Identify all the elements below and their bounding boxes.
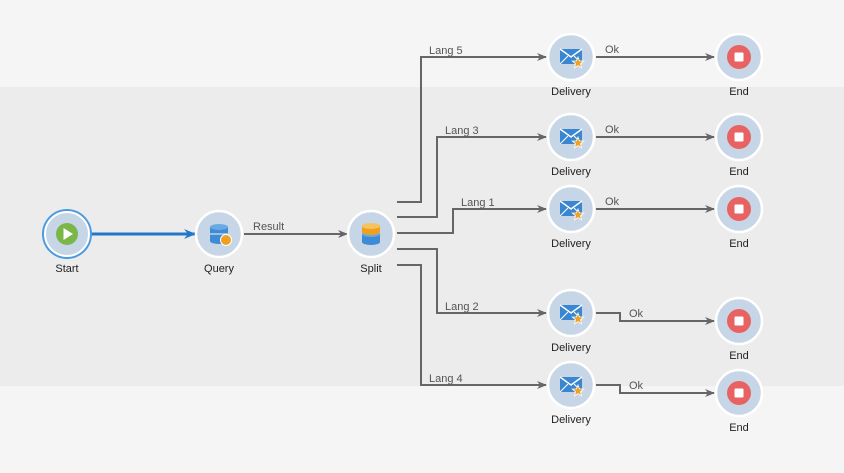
node-label: Delivery bbox=[551, 414, 591, 426]
node-end-lang2[interactable]: End bbox=[714, 296, 764, 362]
node-label: Query bbox=[204, 263, 234, 275]
node-split[interactable]: Split bbox=[346, 209, 396, 275]
edge-label: Ok bbox=[605, 196, 620, 208]
edge-label: Ok bbox=[605, 44, 620, 56]
edge-line[interactable] bbox=[397, 205, 547, 234]
email-delivery-icon bbox=[559, 304, 585, 325]
email-delivery-icon bbox=[559, 200, 585, 221]
edge-label: Lang 3 bbox=[445, 125, 479, 137]
node-delivery-lang3[interactable]: Delivery bbox=[546, 112, 596, 178]
edge-label: Result bbox=[253, 221, 284, 233]
edge-label: Ok bbox=[629, 308, 644, 320]
edge-line[interactable] bbox=[397, 53, 547, 203]
edge-label: Ok bbox=[605, 124, 620, 136]
split-icon bbox=[362, 223, 380, 245]
edge-label: Lang 4 bbox=[429, 373, 463, 385]
node-label: Delivery bbox=[551, 166, 591, 178]
play-icon bbox=[56, 223, 78, 245]
email-delivery-icon bbox=[559, 48, 585, 69]
stop-icon bbox=[727, 197, 751, 221]
database-icon bbox=[210, 224, 232, 246]
edge-lang3-end[interactable]: Ok bbox=[596, 124, 715, 141]
email-delivery-icon bbox=[559, 376, 585, 397]
edge-lang5-end[interactable]: Ok bbox=[596, 44, 715, 61]
node-end-lang4[interactable]: End bbox=[714, 368, 764, 434]
node-label: Delivery bbox=[551, 342, 591, 354]
node-label: Delivery bbox=[551, 238, 591, 250]
node-label: Delivery bbox=[551, 86, 591, 98]
edge-line[interactable] bbox=[397, 264, 547, 389]
edge-label: Ok bbox=[629, 380, 644, 392]
edge-query-split[interactable]: Result bbox=[244, 221, 348, 238]
edge-split-lang1[interactable]: Lang 1 bbox=[397, 197, 547, 234]
node-delivery-lang1[interactable]: Delivery bbox=[546, 184, 596, 250]
node-delivery-lang4[interactable]: Delivery bbox=[546, 360, 596, 426]
node-delivery-lang2[interactable]: Delivery bbox=[546, 288, 596, 354]
edge-line[interactable] bbox=[397, 133, 547, 218]
stop-icon bbox=[727, 381, 751, 405]
node-label: End bbox=[729, 350, 749, 362]
edge-line[interactable] bbox=[596, 312, 715, 325]
edge-lang1-end[interactable]: Ok bbox=[596, 196, 715, 213]
edge-lang2-end[interactable]: Ok bbox=[596, 308, 715, 325]
edge-split-lang5[interactable]: Lang 5 bbox=[397, 45, 547, 203]
stop-icon bbox=[727, 125, 751, 149]
node-end-lang5[interactable]: End bbox=[714, 32, 764, 98]
node-label: End bbox=[729, 422, 749, 434]
edge-line[interactable] bbox=[397, 248, 547, 317]
stop-icon bbox=[727, 45, 751, 69]
edge-lang4-end[interactable]: Ok bbox=[596, 380, 715, 397]
node-end-lang1[interactable]: End bbox=[714, 184, 764, 250]
node-label: End bbox=[729, 238, 749, 250]
node-label: Start bbox=[55, 263, 78, 275]
edge-label: Lang 5 bbox=[429, 45, 463, 57]
edge-split-lang2[interactable]: Lang 2 bbox=[397, 248, 547, 317]
node-end-lang3[interactable]: End bbox=[714, 112, 764, 178]
edge-line[interactable] bbox=[596, 384, 715, 397]
node-label: End bbox=[729, 86, 749, 98]
node-delivery-lang5[interactable]: Delivery bbox=[546, 32, 596, 98]
email-delivery-icon bbox=[559, 128, 585, 149]
edge-split-lang4[interactable]: Lang 4 bbox=[397, 264, 547, 389]
stop-icon bbox=[727, 309, 751, 333]
node-start[interactable]: Start bbox=[42, 209, 92, 275]
edge-label: Lang 2 bbox=[445, 301, 479, 313]
edge-label: Lang 1 bbox=[461, 197, 495, 209]
edge-split-lang3[interactable]: Lang 3 bbox=[397, 125, 547, 218]
node-label: Split bbox=[360, 263, 381, 275]
node-label: End bbox=[729, 166, 749, 178]
node-query[interactable]: Query bbox=[194, 209, 244, 275]
